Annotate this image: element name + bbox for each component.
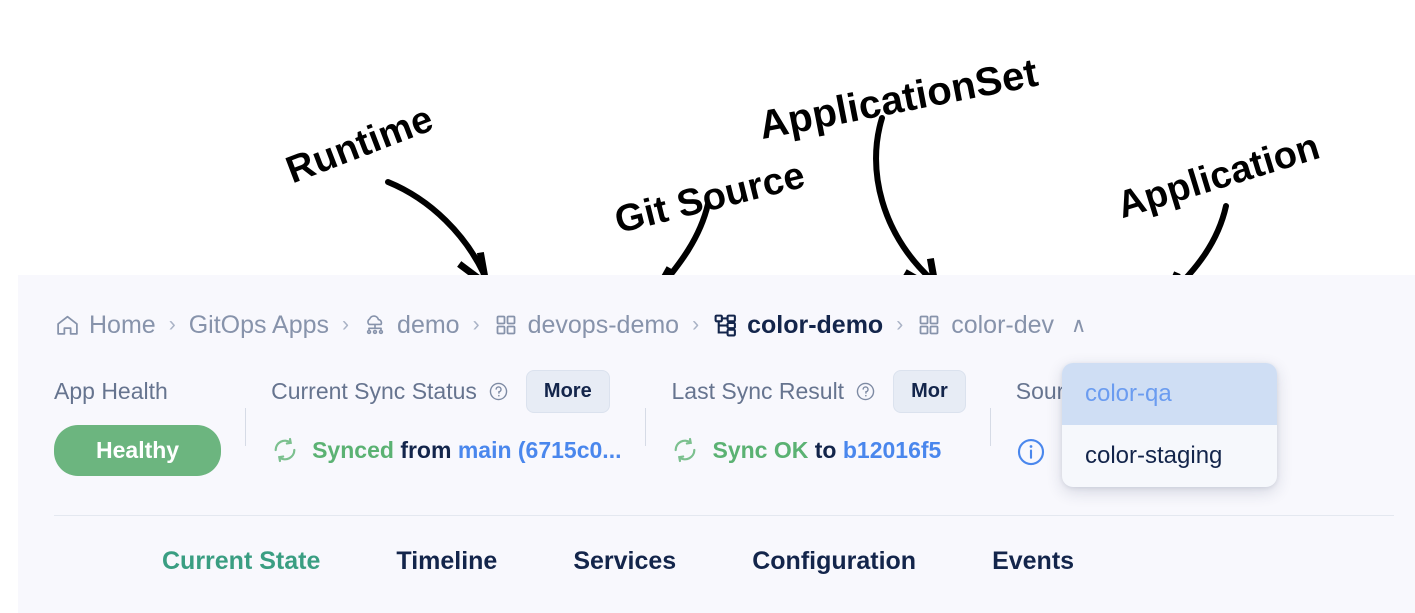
- runtime-icon: [362, 312, 388, 338]
- breadcrumb-item-color-dev[interactable]: color-dev ∧: [916, 311, 1086, 340]
- current-sync-state: Synced: [312, 436, 394, 463]
- breadcrumb-separator: ›: [168, 313, 176, 336]
- breadcrumb-separator: ›: [342, 313, 350, 336]
- section-divider: [54, 515, 1394, 516]
- status-badge-health: Healthy: [54, 424, 222, 476]
- last-sync-body: Sync OK to b12016f5: [671, 428, 965, 472]
- tab-bar: Current State Timeline Services Configur…: [54, 547, 1112, 576]
- status-cell-last-sync: Last Sync Result Mor: [645, 369, 989, 472]
- breadcrumb-item-gitops-apps[interactable]: GitOps Apps: [189, 311, 329, 340]
- status-cell-current-sync: Current Sync Status More: [245, 369, 645, 472]
- last-sync-header: Last Sync Result Mor: [671, 369, 966, 413]
- app-health-header: App Health: [54, 374, 221, 408]
- breadcrumb-separator: ›: [692, 313, 700, 336]
- current-sync-more-button[interactable]: More: [525, 369, 610, 413]
- current-sync-body: Synced from main (6715c0...: [271, 428, 621, 472]
- last-sync-more-button[interactable]: Mor: [893, 369, 966, 413]
- grid-icon: [916, 312, 942, 338]
- app-health-title: App Health: [54, 377, 168, 404]
- application-dropdown-menu: color-qa color-staging: [1062, 363, 1277, 487]
- info-circle-icon[interactable]: [1016, 437, 1046, 467]
- breadcrumb: Home › GitOps Apps ›: [54, 307, 1086, 343]
- status-row: App Health Healthy Current Sync Status: [54, 369, 1100, 476]
- dropdown-item-color-qa[interactable]: color-qa: [1062, 363, 1277, 425]
- question-circle-icon[interactable]: [488, 381, 509, 402]
- breadcrumb-separator: ›: [896, 313, 904, 336]
- breadcrumb-label-devops-demo: devops-demo: [527, 310, 680, 339]
- breadcrumb-label-color-demo: color-demo: [747, 310, 884, 339]
- current-sync-preposition: from: [400, 436, 452, 463]
- dropdown-item-color-staging[interactable]: color-staging: [1085, 442, 1223, 469]
- tab-current-state[interactable]: Current State: [162, 547, 321, 575]
- home-icon: [54, 312, 80, 338]
- breadcrumb-item-demo[interactable]: demo: [362, 311, 460, 340]
- breadcrumb-label-color-dev: color-dev: [951, 310, 1055, 339]
- breadcrumb-item-devops-demo[interactable]: devops-demo: [493, 311, 679, 340]
- breadcrumb-label-home: Home: [89, 310, 156, 339]
- current-sync-text: Synced from main (6715c0...: [312, 437, 621, 464]
- breadcrumb-label-demo: demo: [397, 310, 460, 339]
- last-sync-title: Last Sync Result: [671, 377, 845, 404]
- annotation-arrow-applicationset: [860, 110, 980, 297]
- last-sync-state: Sync OK: [712, 436, 809, 463]
- source-body: [1016, 428, 1076, 472]
- chevron-up-icon[interactable]: ∧: [1071, 313, 1087, 337]
- app-panel: Home › GitOps Apps ›: [18, 275, 1415, 613]
- last-sync-preposition: to: [814, 436, 837, 463]
- question-circle-icon[interactable]: [855, 381, 876, 402]
- tab-timeline[interactable]: Timeline: [396, 547, 498, 575]
- current-sync-title: Current Sync Status: [271, 377, 477, 404]
- sync-refresh-icon: [671, 436, 699, 464]
- grid-icon: [493, 312, 519, 338]
- breadcrumb-item-home[interactable]: Home: [54, 311, 156, 340]
- tab-services[interactable]: Services: [573, 547, 677, 575]
- current-sync-header: Current Sync Status More: [271, 369, 621, 413]
- current-sync-ref[interactable]: main (6715c0...: [457, 436, 622, 463]
- last-sync-ref[interactable]: b12016f5: [842, 436, 942, 463]
- status-cell-app-health: App Health Healthy: [54, 374, 245, 476]
- app-health-body: Healthy: [54, 424, 222, 476]
- tab-configuration[interactable]: Configuration: [752, 547, 917, 575]
- breadcrumb-separator: ›: [472, 313, 480, 336]
- tab-events[interactable]: Events: [992, 547, 1075, 575]
- tree-icon: [712, 312, 738, 338]
- breadcrumb-label-gitops-apps: GitOps Apps: [188, 310, 330, 339]
- breadcrumb-item-color-demo[interactable]: color-demo: [712, 311, 883, 340]
- sync-refresh-icon: [271, 436, 299, 464]
- last-sync-text: Sync OK to b12016f5: [712, 437, 941, 464]
